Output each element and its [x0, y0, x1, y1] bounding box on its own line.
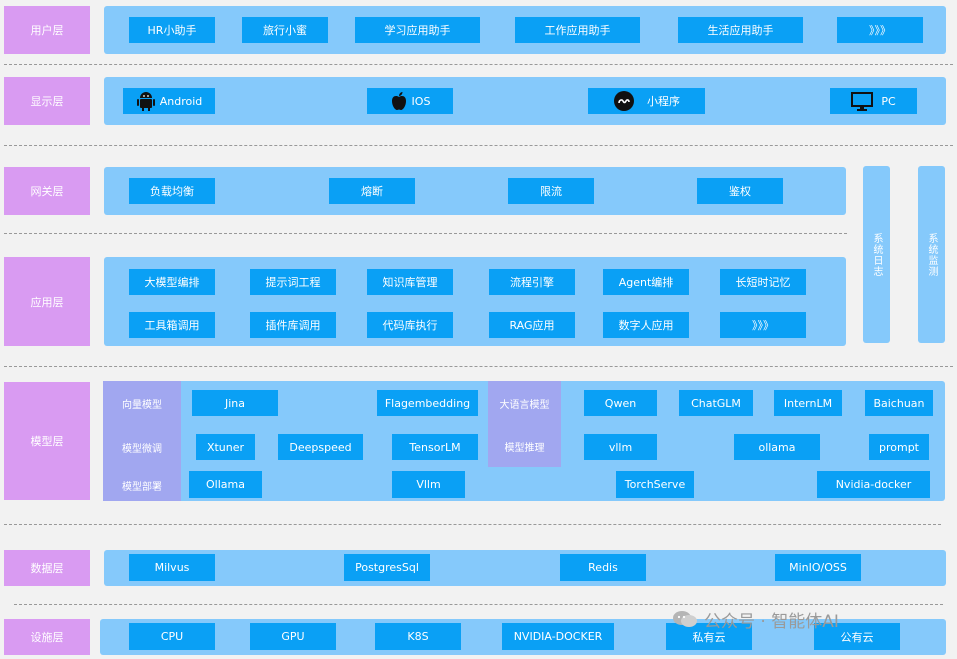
- data-item-postgressql[interactable]: PostgresSql: [344, 554, 430, 581]
- layer-label-infra: 设施层: [4, 619, 90, 655]
- infra-item-public-cloud[interactable]: 公有云: [814, 623, 900, 650]
- infra-item-k8s[interactable]: K8S: [375, 623, 461, 650]
- model-item-nvidia-docker[interactable]: Nvidia-docker: [817, 471, 930, 498]
- app-item-prompt[interactable]: 提示词工程: [250, 269, 336, 295]
- model-sublabel-vector: 向量模型: [103, 381, 181, 425]
- layer-label-app: 应用层: [4, 257, 90, 346]
- infra-item-gpu[interactable]: GPU: [250, 623, 336, 650]
- user-item-travel[interactable]: 旅行小蜜: [242, 17, 328, 43]
- system-logs-column[interactable]: 系统日志: [863, 166, 890, 343]
- model-item-vllm[interactable]: vllm: [584, 434, 657, 460]
- model-item-ollama[interactable]: ollama: [734, 434, 820, 460]
- model-item-vllm-deploy[interactable]: Vllm: [392, 471, 465, 498]
- system-monitor-column[interactable]: 系统监测: [918, 166, 945, 343]
- gateway-item-circuitbreaker[interactable]: 熔断: [329, 178, 415, 204]
- display-layer-panel: [104, 77, 946, 125]
- divider: [14, 604, 943, 605]
- model-sublabel-deploy: 模型部署: [103, 469, 181, 501]
- watermark: 公众号 · 智能体AI: [672, 606, 839, 632]
- app-item-rag[interactable]: RAG应用: [489, 312, 575, 338]
- data-item-minio[interactable]: MinIO/OSS: [775, 554, 861, 581]
- divider: [4, 524, 941, 525]
- app-item-orchestration[interactable]: 大模型编排: [129, 269, 215, 295]
- display-item-label: PC: [881, 94, 896, 108]
- android-icon: [136, 92, 155, 111]
- watermark-text: 公众号 · 智能体AI: [704, 611, 839, 632]
- app-item-plugin[interactable]: 插件库调用: [250, 312, 336, 338]
- gateway-item-loadbalance[interactable]: 负载均衡: [129, 178, 215, 204]
- layer-label-model: 模型层: [4, 382, 90, 500]
- app-item-knowledge[interactable]: 知识库管理: [367, 269, 453, 295]
- display-item-label: 小程序: [647, 95, 680, 108]
- monitor-icon: [851, 92, 874, 111]
- divider: [4, 145, 953, 146]
- app-item-toolbox[interactable]: 工具箱调用: [129, 312, 215, 338]
- divider: [4, 64, 953, 65]
- miniprogram-icon: [614, 91, 634, 111]
- app-item-memory[interactable]: 长短时记忆: [720, 269, 806, 295]
- model-item-qwen[interactable]: Qwen: [584, 390, 657, 416]
- model-item-baichuan[interactable]: Baichuan: [865, 390, 933, 416]
- model-item-jina[interactable]: Jina: [192, 390, 278, 416]
- user-item-more[interactable]: 》》》: [837, 17, 923, 43]
- model-sublabel-finetune: 模型微调: [103, 425, 181, 469]
- user-item-hr[interactable]: HR小助手: [129, 17, 215, 43]
- display-item-label: Android: [159, 94, 203, 108]
- infra-item-cpu[interactable]: CPU: [129, 623, 215, 650]
- model-item-flagembedding[interactable]: Flagembedding: [377, 390, 478, 416]
- apple-icon: [391, 92, 406, 110]
- display-item-label: IOS: [411, 94, 431, 108]
- display-item-android[interactable]: Android: [123, 88, 215, 114]
- app-item-workflow[interactable]: 流程引擎: [489, 269, 575, 295]
- display-item-miniprogram[interactable]: 小程序: [588, 88, 705, 114]
- app-item-more[interactable]: 》》》: [720, 312, 806, 338]
- user-item-study[interactable]: 学习应用助手: [355, 17, 480, 43]
- model-item-ollama-deploy[interactable]: Ollama: [189, 471, 262, 498]
- divider: [4, 233, 847, 234]
- infra-item-private-cloud[interactable]: 私有云: [666, 623, 752, 650]
- model-item-chatglm[interactable]: ChatGLM: [679, 390, 753, 416]
- display-item-pc[interactable]: PC: [830, 88, 917, 114]
- model-sublabel-inference: 模型推理: [488, 425, 561, 467]
- layer-label-data: 数据层: [4, 550, 90, 586]
- data-item-redis[interactable]: Redis: [560, 554, 646, 581]
- model-item-torchserve[interactable]: TorchServe: [616, 471, 694, 498]
- gateway-item-auth[interactable]: 鉴权: [697, 178, 783, 204]
- model-sublabel-llm: 大语言模型: [488, 381, 561, 425]
- user-item-work[interactable]: 工作应用助手: [515, 17, 640, 43]
- app-item-code[interactable]: 代码库执行: [367, 312, 453, 338]
- model-item-internlm[interactable]: InternLM: [774, 390, 842, 416]
- wechat-icon: [673, 611, 697, 627]
- model-item-tensorlm[interactable]: TensorLM: [392, 434, 478, 460]
- divider: [4, 366, 953, 367]
- layer-label-gateway: 网关层: [4, 167, 90, 215]
- app-item-digital-human[interactable]: 数字人应用: [603, 312, 689, 338]
- layer-label-display: 显示层: [4, 77, 90, 125]
- infra-item-nvidia-docker[interactable]: NVIDIA-DOCKER: [502, 623, 614, 650]
- app-item-agent[interactable]: Agent编排: [603, 269, 689, 295]
- data-item-milvus[interactable]: Milvus: [129, 554, 215, 581]
- model-item-xtuner[interactable]: Xtuner: [196, 434, 255, 460]
- gateway-item-ratelimit[interactable]: 限流: [508, 178, 594, 204]
- user-item-life[interactable]: 生活应用助手: [678, 17, 803, 43]
- display-item-ios[interactable]: IOS: [367, 88, 453, 114]
- layer-label-user: 用户层: [4, 6, 90, 54]
- model-item-deepspeed[interactable]: Deepspeed: [278, 434, 363, 460]
- model-item-prompt[interactable]: prompt: [869, 434, 929, 460]
